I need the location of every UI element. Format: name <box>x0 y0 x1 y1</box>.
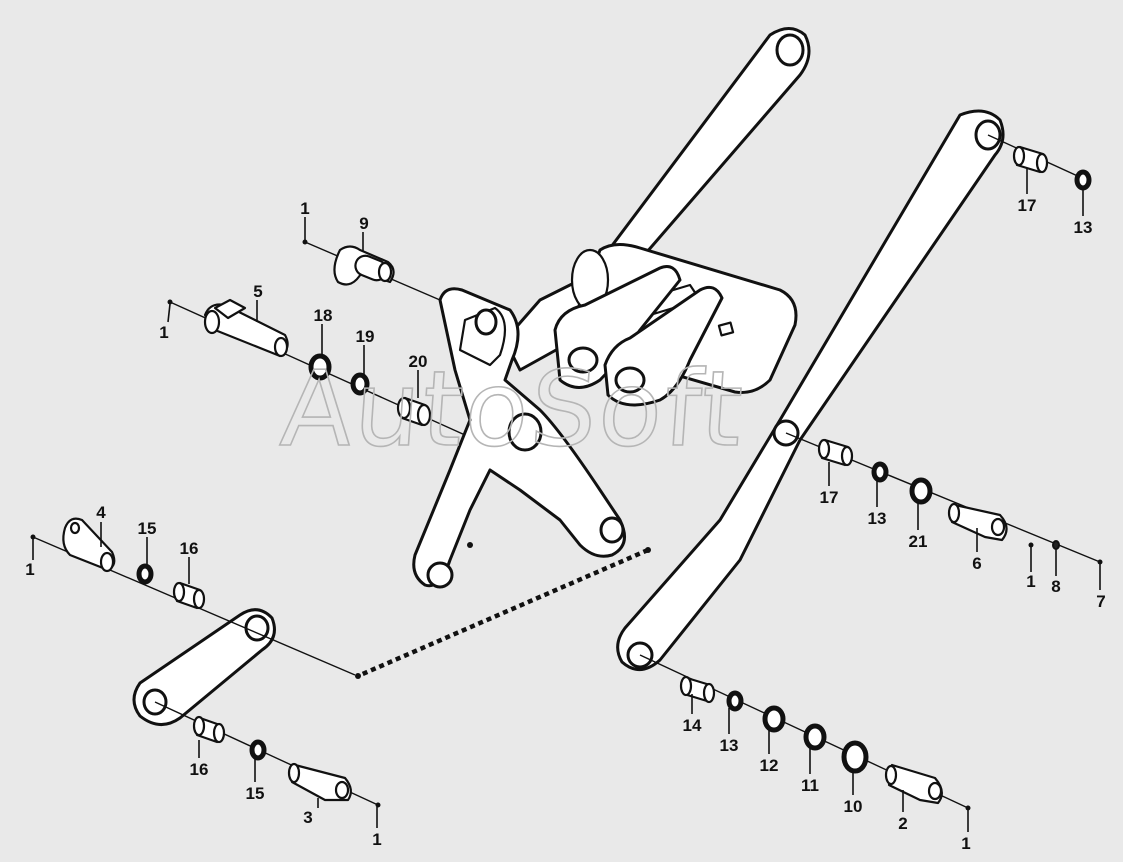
bellcrank-top-bore <box>474 308 498 336</box>
bellcrank <box>412 287 626 589</box>
dashed-connection <box>357 547 649 679</box>
bushing-17-lower <box>817 438 854 467</box>
callout-2: 2 <box>898 814 907 833</box>
callout-1: 1 <box>25 560 34 579</box>
nut-8 <box>1052 540 1060 550</box>
pin-3 <box>287 762 352 802</box>
callout-15: 15 <box>138 519 157 538</box>
leader-lines <box>32 168 1101 832</box>
callout-17: 17 <box>1018 196 1037 215</box>
callout-1: 1 <box>961 834 970 853</box>
ring-15-upper <box>136 563 154 585</box>
callout-12: 12 <box>760 756 779 775</box>
ring-13-top <box>1074 169 1092 191</box>
callout-18: 18 <box>314 306 333 325</box>
callout-5: 5 <box>253 282 262 301</box>
callout-19: 19 <box>356 327 375 346</box>
pin-9 <box>333 245 395 286</box>
link-rod <box>132 608 276 726</box>
callout-16: 16 <box>190 760 209 779</box>
arm-top-bore-rear <box>775 33 805 67</box>
bushing-16-lower <box>192 715 226 744</box>
callout-4: 4 <box>96 503 106 522</box>
callout-9: 9 <box>359 214 368 233</box>
bushing-20 <box>396 396 432 427</box>
callout-10: 10 <box>844 797 863 816</box>
bellcrank-pin-mark <box>467 542 473 548</box>
pin-2 <box>884 763 943 805</box>
bracket-bore-right <box>614 366 646 394</box>
ring-15-lower <box>249 739 267 761</box>
small-parts <box>30 145 1103 811</box>
callout-16: 16 <box>180 539 199 558</box>
callout-7: 7 <box>1096 592 1105 611</box>
callout-13: 13 <box>868 509 887 528</box>
ring-10 <box>841 740 869 774</box>
bellcrank-center-bore <box>507 412 543 452</box>
callout-14: 14 <box>683 716 702 735</box>
callout-20: 20 <box>409 352 428 371</box>
callout-1: 1 <box>159 323 168 342</box>
boom-arm-front <box>616 109 1005 671</box>
pin-4 <box>62 517 116 573</box>
ring-13-bottom <box>726 690 744 712</box>
watermark: AutoSoft <box>277 348 748 470</box>
callout-labels: 1 9 1 5 18 19 20 1 4 15 16 16 15 3 1 17 … <box>25 196 1105 853</box>
callout-6: 6 <box>972 554 981 573</box>
link-rod-body <box>132 608 276 726</box>
washer-11 <box>803 723 827 751</box>
callout-13: 13 <box>1074 218 1093 237</box>
washer-18 <box>308 353 332 381</box>
bushing-14 <box>679 675 716 704</box>
washer-21 <box>909 477 933 505</box>
boom-arm-assembly <box>503 27 1005 671</box>
callout-3: 3 <box>303 808 312 827</box>
callout-1: 1 <box>300 199 309 218</box>
ring-19 <box>350 372 370 396</box>
callout-15: 15 <box>246 784 265 803</box>
bellcrank-lower-bore <box>599 516 625 544</box>
bellcrank-foot-bore <box>426 561 454 589</box>
callout-17: 17 <box>820 488 839 507</box>
callout-8: 8 <box>1051 577 1060 596</box>
pin-5 <box>203 298 289 358</box>
callout-13: 13 <box>720 736 739 755</box>
callout-1: 1 <box>1026 572 1035 591</box>
washer-12 <box>762 705 786 733</box>
bracket-bore-left <box>567 346 599 374</box>
bushing-17-upper <box>1012 145 1049 174</box>
callout-1: 1 <box>372 830 381 849</box>
callout-21: 21 <box>909 532 928 551</box>
bushing-16-upper <box>172 581 206 610</box>
callout-11: 11 <box>801 776 819 795</box>
pin-6 <box>947 502 1008 542</box>
ring-13-mid <box>871 461 889 483</box>
grease-fitting <box>717 321 735 337</box>
